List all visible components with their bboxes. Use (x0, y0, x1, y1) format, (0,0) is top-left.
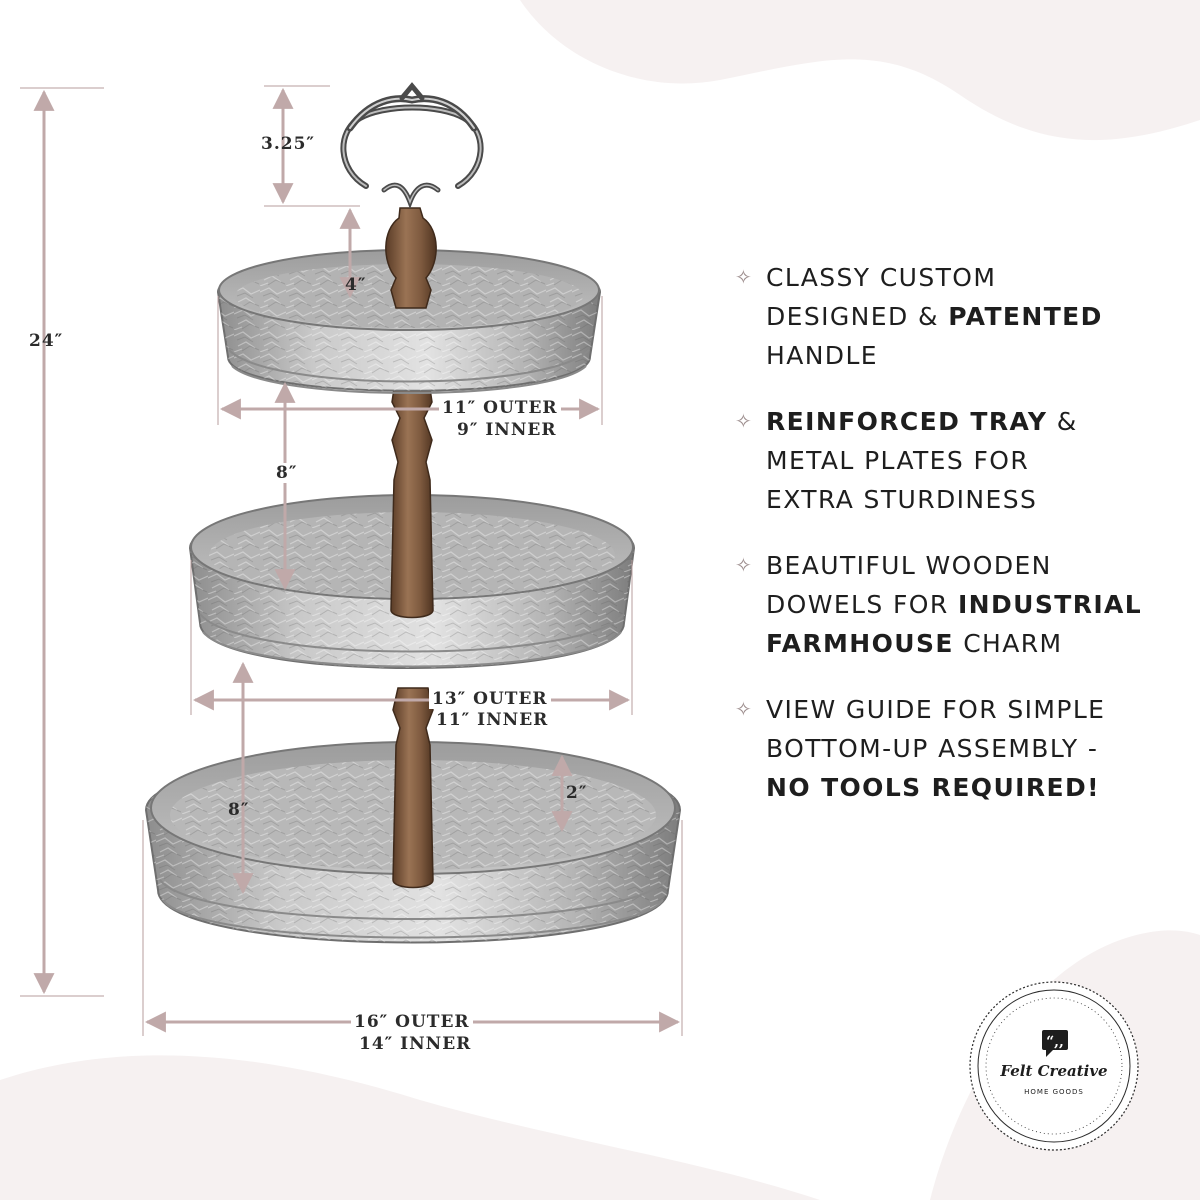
feature-line: CLASSY CUSTOM (766, 258, 1165, 297)
feature-line: BOTTOM-UP ASSEMBLY - (766, 729, 1165, 768)
feature-line: METAL PLATES FOR (766, 441, 1165, 480)
total-height-label: 24″ (29, 331, 64, 351)
feature-line: DOWELS FOR INDUSTRIAL (766, 585, 1165, 624)
svg-text:“,,: “,, (1046, 1034, 1064, 1050)
tray-depth-label: 2″ (566, 783, 588, 803)
feature-text: BEAUTIFUL WOODEN (766, 551, 1052, 580)
feature-line: EXTRA STURDINESS (766, 480, 1165, 519)
feature-line: NO TOOLS REQUIRED! (766, 768, 1165, 807)
feature-text: DOWELS FOR (766, 590, 958, 619)
wooden-finial (385, 207, 437, 309)
sparkle-bullet-icon: ✧ (735, 553, 754, 577)
feature-line: BEAUTIFUL WOODEN (766, 546, 1165, 585)
quote-bubble-icon: “,, (1042, 1030, 1068, 1057)
bottom-tier-outer-label: 16″ OUTER (351, 1012, 473, 1032)
feature-text: VIEW GUIDE FOR SIMPLE (766, 695, 1106, 724)
feature-text-bold: FARMHOUSE (766, 629, 954, 658)
feature-text-bold: PATENTED (948, 302, 1103, 331)
middle-tier-inner-label: 11″ INNER (436, 710, 549, 730)
handle-height-label: 3.25″ (261, 134, 315, 154)
feature-text: & (1047, 407, 1078, 436)
feature-line: VIEW GUIDE FOR SIMPLE (766, 690, 1165, 729)
brand-logo-badge: “,, (969, 981, 1139, 1151)
feature-item: ✧ VIEW GUIDE FOR SIMPLE BOTTOM-UP ASSEMBLY… (735, 690, 1165, 807)
feature-text-bold: NO TOOLS REQUIRED! (766, 773, 1100, 802)
feature-text: METAL PLATES FOR (766, 446, 1030, 475)
bottom-tier-inner-label: 14″ INNER (359, 1034, 472, 1054)
feature-text: HANDLE (766, 341, 878, 370)
logo-brand-name: Felt Creative (1000, 1062, 1108, 1080)
finial-height-label: 4″ (345, 275, 367, 295)
feature-text: EXTRA STURDINESS (766, 485, 1038, 514)
background-swirl-top (520, 0, 1200, 141)
background-swirl-bottom-left (0, 1055, 820, 1200)
logo-subtitle: HOME GOODS (1024, 1088, 1084, 1096)
tiered-tray-illustration (144, 82, 682, 944)
middle-tier-outer-label: 13″ OUTER (429, 689, 551, 709)
lower-wooden-dowel (392, 687, 434, 889)
top-tier-inner-label: 9″ INNER (457, 420, 557, 440)
upper-wooden-dowel (390, 381, 434, 619)
feature-text: BOTTOM-UP ASSEMBLY - (766, 734, 1099, 763)
feature-line: DESIGNED & PATENTED (766, 297, 1165, 336)
feature-item: ✧ CLASSY CUSTOM DESIGNED & PATENTED HANDLE (735, 258, 1165, 375)
feature-text: CLASSY CUSTOM (766, 263, 997, 292)
sparkle-bullet-icon: ✧ (735, 697, 754, 721)
dimension-guides (20, 85, 683, 1036)
top-tier-outer-label: 11″ OUTER (439, 398, 561, 418)
ornate-metal-handle (340, 82, 484, 210)
upper-spacing-label: 8″ (273, 463, 301, 483)
feature-text: DESIGNED & (766, 302, 949, 331)
feature-text: CHARM (953, 629, 1063, 658)
feature-text-bold: REINFORCED TRAY (766, 407, 1048, 436)
sparkle-bullet-icon: ✧ (735, 409, 754, 433)
feature-text-bold: INDUSTRIAL (957, 590, 1143, 619)
sparkle-bullet-icon: ✧ (735, 265, 754, 289)
feature-line: FARMHOUSE CHARM (766, 624, 1165, 663)
lower-spacing-label: 8″ (228, 800, 250, 820)
feature-line: HANDLE (766, 336, 1165, 375)
feature-line: REINFORCED TRAY & (766, 402, 1165, 441)
